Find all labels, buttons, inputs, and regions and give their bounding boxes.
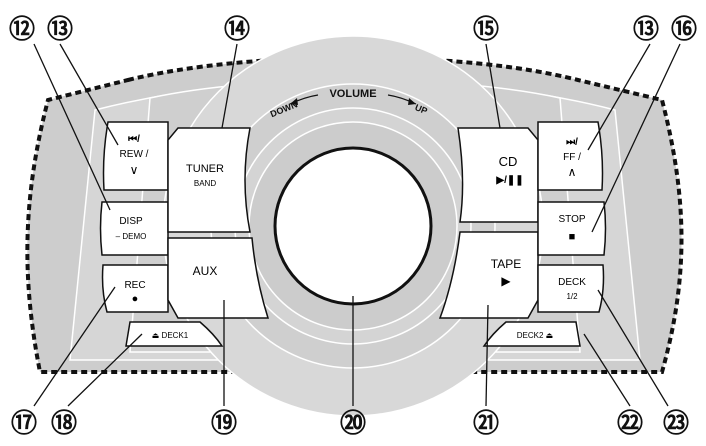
- svg-text:DISP: DISP: [119, 216, 143, 227]
- svg-text:■: ■: [569, 231, 576, 243]
- svg-text:REC: REC: [124, 280, 145, 291]
- svg-text:∧: ∧: [568, 165, 577, 179]
- tuner-button[interactable]: TUNER BAND: [167, 127, 251, 233]
- callout-12: ⑫: [9, 14, 35, 44]
- tape-button[interactable]: TAPE ▶: [438, 231, 539, 319]
- disp-button[interactable]: DISP – DEMO: [99, 201, 169, 256]
- svg-text:⏏ DECK1: ⏏ DECK1: [152, 331, 189, 340]
- aux-button[interactable]: AUX: [167, 237, 270, 319]
- svg-text:TAPE: TAPE: [491, 257, 521, 271]
- leader-22: [583, 333, 631, 407]
- volume-label: VOLUME: [329, 88, 376, 100]
- ff-button[interactable]: ⏭/ FF / ∧: [537, 121, 604, 191]
- leader-23: [597, 289, 669, 407]
- callout-15: ⑮: [473, 14, 499, 44]
- stop-button[interactable]: STOP ■: [537, 201, 607, 256]
- eject-deck1-button[interactable]: ⏏ DECK1: [125, 321, 224, 347]
- rew-button[interactable]: ⏮/ REW / ∨: [102, 121, 169, 191]
- callout-21: ㉑: [473, 408, 499, 438]
- callout-20: ⑳: [340, 408, 366, 438]
- svg-text:STOP: STOP: [558, 214, 585, 225]
- svg-text:REW /: REW /: [120, 149, 149, 160]
- callout-14: ⑭: [224, 14, 250, 44]
- callout-13-left: ⑬: [47, 14, 73, 44]
- callout-19: ⑲: [211, 408, 237, 438]
- leader-lines: [33, 43, 681, 407]
- callout-13-right: ⑬: [633, 14, 659, 44]
- callout-18: ⑱: [51, 408, 77, 438]
- svg-text:⏮/: ⏮/: [128, 134, 140, 145]
- cd-button[interactable]: CD ▶/❚❚: [457, 127, 539, 223]
- leader-18: [67, 333, 143, 407]
- svg-text:TUNER: TUNER: [186, 163, 224, 175]
- callout-16: ⑯: [671, 14, 697, 44]
- svg-text:– DEMO: – DEMO: [116, 232, 147, 241]
- callout-17: ⑰: [11, 408, 37, 438]
- svg-text:DECK2 ⏏: DECK2 ⏏: [517, 331, 553, 340]
- eject-deck2-button[interactable]: DECK2 ⏏: [482, 321, 581, 347]
- leader-13-left: [59, 43, 119, 146]
- rec-button[interactable]: REC ●: [101, 264, 169, 313]
- svg-text:AUX: AUX: [193, 264, 218, 278]
- callout-23: ㉓: [663, 408, 689, 438]
- callout-22: ㉒: [617, 408, 643, 438]
- leader-13-right: [587, 43, 651, 151]
- svg-text:DECK: DECK: [558, 277, 586, 288]
- leader-12: [33, 43, 111, 211]
- svg-text:▶/❚❚: ▶/❚❚: [495, 175, 523, 186]
- svg-text:BAND: BAND: [194, 179, 216, 188]
- deck-button[interactable]: DECK 1/2: [537, 264, 605, 313]
- leader-14: [221, 43, 238, 129]
- svg-text:●: ●: [132, 293, 139, 305]
- svg-text:CD: CD: [499, 154, 518, 169]
- callout-numbers: ⑫ ⑬ ⑭ ⑮ ⑬ ⑯ ⑰ ⑱ ⑲ ⑳ ㉑ ㉒ ㉓: [9, 14, 697, 438]
- svg-text:1/2: 1/2: [566, 292, 578, 301]
- leader-15: [485, 43, 501, 129]
- svg-text:⏭/: ⏭/: [566, 137, 578, 148]
- svg-text:∨: ∨: [130, 163, 139, 177]
- leader-16: [591, 43, 681, 233]
- volume-up-label: UP: [413, 102, 428, 116]
- svg-text:▶: ▶: [501, 274, 511, 288]
- leader-21: [485, 304, 489, 407]
- svg-text:FF /: FF /: [563, 152, 581, 163]
- leader-17: [33, 286, 116, 407]
